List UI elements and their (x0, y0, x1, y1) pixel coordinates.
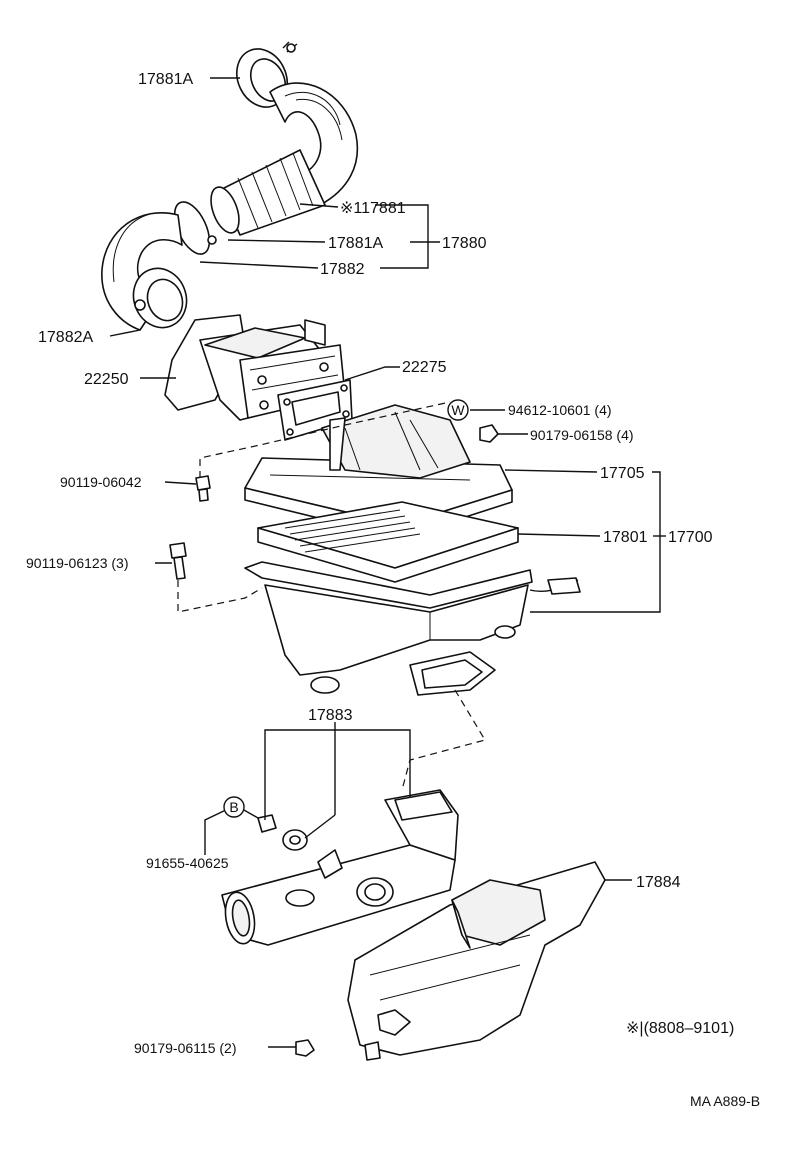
label-17801: 17801 (603, 529, 648, 546)
gasket-drawing (277, 379, 353, 441)
bolt-badge-text: B (229, 799, 238, 815)
air-cleaner-case-drawing (244, 561, 581, 696)
label-90179-06158: 90179-06158 (4) (530, 427, 634, 443)
label-17705: 17705 (600, 465, 645, 482)
leader-lines (109, 77, 666, 1048)
label-17881A-mid: 17881A (328, 235, 383, 252)
bolt-badge: B (223, 796, 245, 818)
label-90119-06042: 90119-06042 (60, 474, 142, 490)
label-90119-06123: 90119-06123 (3) (26, 555, 128, 571)
resonator-duct-drawing (221, 789, 459, 946)
air-cleaner-cap-drawing (244, 404, 513, 539)
washer-badge: W (447, 399, 469, 421)
applicability-note: ※|(8808–9101) (626, 1020, 734, 1037)
resonator-drawing (347, 861, 606, 1061)
label-91655-40625: 91655-40625 (146, 855, 229, 871)
label-17883: 17883 (308, 707, 353, 724)
label-17881A-top: 17881A (138, 71, 193, 88)
label-17700: 17700 (668, 529, 713, 546)
label-22250: 22250 (84, 371, 129, 388)
washer-badge-text: W (451, 402, 465, 418)
label-17884: 17884 (636, 874, 681, 891)
label-22275: 22275 (402, 359, 447, 376)
label-17882: 17882 (320, 261, 365, 278)
intake-hose-drawing (101, 41, 359, 331)
label-17880: 17880 (442, 235, 487, 252)
filter-element-drawing (257, 501, 519, 583)
part-labels: 17881A ※117881 17881A 17880 17882 17882A… (26, 71, 760, 1109)
label-17882A: 17882A (38, 329, 93, 346)
label-94612-10601: 94612-10601 (4) (508, 402, 612, 418)
dashed-guides (177, 401, 486, 791)
label-90179-06115: 90179-06115 (2) (134, 1040, 236, 1056)
label-17881-star: ※117881 (340, 200, 406, 217)
fasteners-drawing (169, 424, 499, 1057)
diagram-code: MA A889-B (690, 1093, 760, 1109)
